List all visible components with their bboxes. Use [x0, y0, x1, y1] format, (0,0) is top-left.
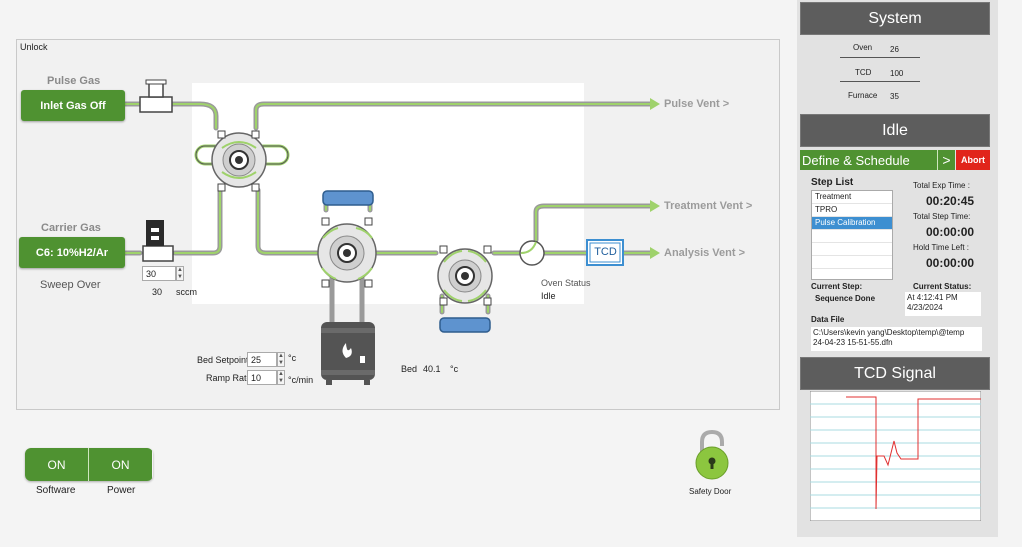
- system-tcd-label: TCD: [855, 68, 872, 77]
- inlet-gas-button[interactable]: Inlet Gas Off: [21, 90, 125, 121]
- hold-time-value: 00:00:00: [926, 256, 975, 270]
- carrier-gas-button[interactable]: C6: 10%H2/Ar: [19, 237, 125, 268]
- define-schedule-button[interactable]: Define & Schedule: [800, 150, 937, 170]
- software-toggle[interactable]: ON: [25, 448, 89, 481]
- system-furnace-label: Furnace: [848, 91, 878, 100]
- tcd-signal-chart: [810, 391, 981, 521]
- tcd-detector-icon: [586, 239, 624, 266]
- system-divider: [840, 57, 920, 58]
- junction-icon: [519, 240, 545, 266]
- pulse-regulator-icon: [139, 79, 173, 113]
- safety-door-label: Safety Door: [689, 487, 732, 496]
- step-list-title: Step List: [811, 177, 854, 188]
- run-button[interactable]: >: [937, 150, 955, 170]
- treatment-vent-label: Treatment Vent >: [664, 200, 753, 212]
- power-toggle[interactable]: ON: [89, 448, 152, 481]
- system-oven-value: 26: [890, 45, 899, 54]
- ramp-rate-label: Ramp Rate: [206, 373, 252, 383]
- tcd-detector-label: TCD: [594, 246, 617, 258]
- mass-flow-controller-icon: [142, 220, 174, 262]
- power-toggle-group: ON ON: [25, 448, 153, 481]
- step-list[interactable]: Treatment TPRO Pulse Calibration: [811, 190, 893, 280]
- sweep-status: Sweep Over: [40, 279, 101, 291]
- system-furnace-value: 35: [890, 92, 899, 101]
- run-status-header: Idle: [800, 114, 990, 147]
- exp-time-value: 00:20:45: [926, 194, 975, 208]
- current-status-value: At 4:12:41 PM 4/23/2024: [905, 292, 981, 316]
- current-status-label: Current Status:: [913, 282, 972, 291]
- tcd-signal-header: TCD Signal: [800, 357, 990, 390]
- system-oven-label: Oven: [853, 43, 873, 52]
- current-step-value: Sequence Done: [815, 294, 876, 303]
- oven-status-value: Idle: [541, 291, 556, 301]
- carrier-flow-value: 30: [152, 287, 163, 297]
- bed-temp-label: Bed: [401, 364, 418, 374]
- step-item-selected[interactable]: Pulse Calibration: [812, 217, 892, 230]
- furnace-icon: [321, 322, 375, 385]
- carrier-flow-unit: sccm: [176, 287, 197, 297]
- step-time-value: 00:00:00: [926, 225, 975, 239]
- ramp-rate-unit: °c/min: [288, 375, 314, 385]
- software-label: Software: [36, 485, 76, 496]
- bed-temp-unit: °c: [450, 364, 459, 374]
- carrier-flow-input[interactable]: 30: [142, 266, 176, 281]
- ramp-rate-input[interactable]: 10: [247, 370, 277, 385]
- oven-status-label: Oven Status: [541, 278, 591, 288]
- pulse-vent-label: Pulse Vent >: [664, 98, 730, 110]
- bed-setpoint-spinner[interactable]: ▲▼: [277, 352, 285, 367]
- system-tcd-value: 100: [890, 69, 904, 78]
- carrier-gas-label: Carrier Gas: [41, 222, 101, 234]
- ramp-rate-spinner[interactable]: ▲▼: [277, 370, 285, 385]
- analysis-valve-icon: [437, 245, 493, 306]
- analysis-vent-label: Analysis Vent >: [664, 247, 746, 259]
- sample-loop-bottom-icon: [439, 317, 491, 333]
- system-divider: [840, 81, 920, 82]
- pulse-gas-label: Pulse Gas: [47, 75, 101, 87]
- unlock-link[interactable]: Unlock: [20, 42, 48, 52]
- step-item[interactable]: Treatment: [812, 191, 892, 204]
- bed-setpoint-input[interactable]: 25: [247, 352, 277, 367]
- exp-time-label: Total Exp Time :: [913, 181, 970, 190]
- safety-door-lock-icon[interactable]: [692, 430, 732, 482]
- abort-button[interactable]: Abort: [956, 150, 990, 170]
- data-file-label: Data File: [811, 315, 845, 324]
- pulse-valve-icon: [194, 130, 290, 192]
- step-time-label: Total Step Time:: [913, 212, 971, 221]
- bed-setpoint-label: Bed Setpoint: [197, 355, 249, 365]
- power-label: Power: [107, 485, 136, 496]
- bed-temp-value: 40.1: [423, 364, 441, 374]
- system-header: System: [800, 2, 990, 35]
- hold-time-label: Hold Time Left :: [913, 243, 970, 252]
- step-item[interactable]: TPRO: [812, 204, 892, 217]
- treatment-valve-icon: [317, 217, 377, 288]
- data-file-path: C:\Users\kevin yang\Desktop\temp\@temp 2…: [811, 327, 982, 351]
- step-item[interactable]: [812, 230, 892, 243]
- carrier-flow-spinner[interactable]: ▲▼: [176, 266, 184, 281]
- sample-loop-top-icon: [322, 190, 374, 206]
- step-item[interactable]: [812, 256, 892, 269]
- bed-setpoint-unit: °c: [288, 353, 297, 363]
- step-item[interactable]: [812, 243, 892, 256]
- current-step-label: Current Step:: [811, 282, 863, 291]
